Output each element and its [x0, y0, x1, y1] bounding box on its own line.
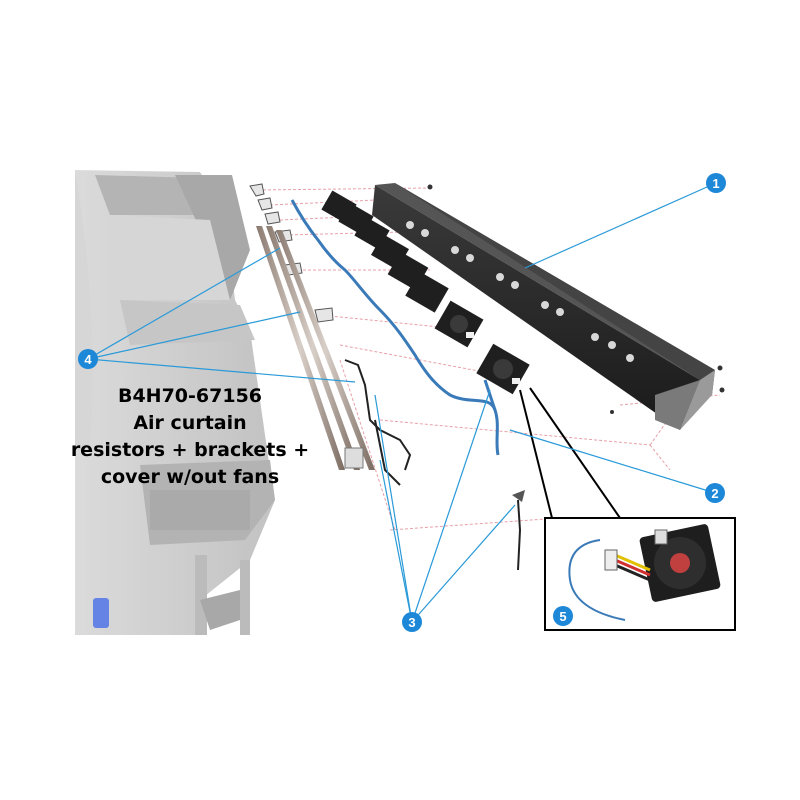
callout-4: 4 — [78, 349, 98, 369]
svg-text:2: 2 — [711, 486, 718, 501]
svg-text:5: 5 — [559, 609, 566, 624]
bracket-icon — [249, 183, 334, 323]
cover-keyhole-slots — [406, 221, 634, 362]
part-caption: B4H70-67156 Air curtain resistors + brac… — [40, 383, 340, 491]
caption-line-2: Air curtain — [133, 412, 247, 434]
fan-row — [321, 190, 530, 395]
callout-1: 1 — [706, 173, 726, 193]
part-number: B4H70-67156 — [117, 385, 263, 407]
screw-icon — [427, 184, 725, 414]
air-curtain-cover — [372, 183, 725, 430]
callout-5: 5 — [553, 606, 573, 626]
bracket-cable-small — [512, 490, 525, 571]
fan-icon — [405, 271, 449, 313]
inset-fan-detail — [519, 387, 736, 631]
printer-ghost-background — [75, 170, 275, 635]
resistor-rod-icon — [256, 226, 375, 470]
svg-text:3: 3 — [408, 615, 415, 630]
cable-icon — [290, 199, 500, 456]
callout-2: 2 — [705, 483, 725, 503]
svg-text:1: 1 — [712, 176, 719, 191]
caption-line-3: resistors + brackets + — [70, 439, 310, 461]
callout-3: 3 — [402, 612, 422, 632]
caption-line-4: cover w/out fans — [100, 466, 280, 488]
svg-text:4: 4 — [84, 352, 92, 367]
black-wire — [344, 359, 412, 486]
leader-lines — [87, 182, 717, 623]
vent-grille — [150, 490, 250, 530]
